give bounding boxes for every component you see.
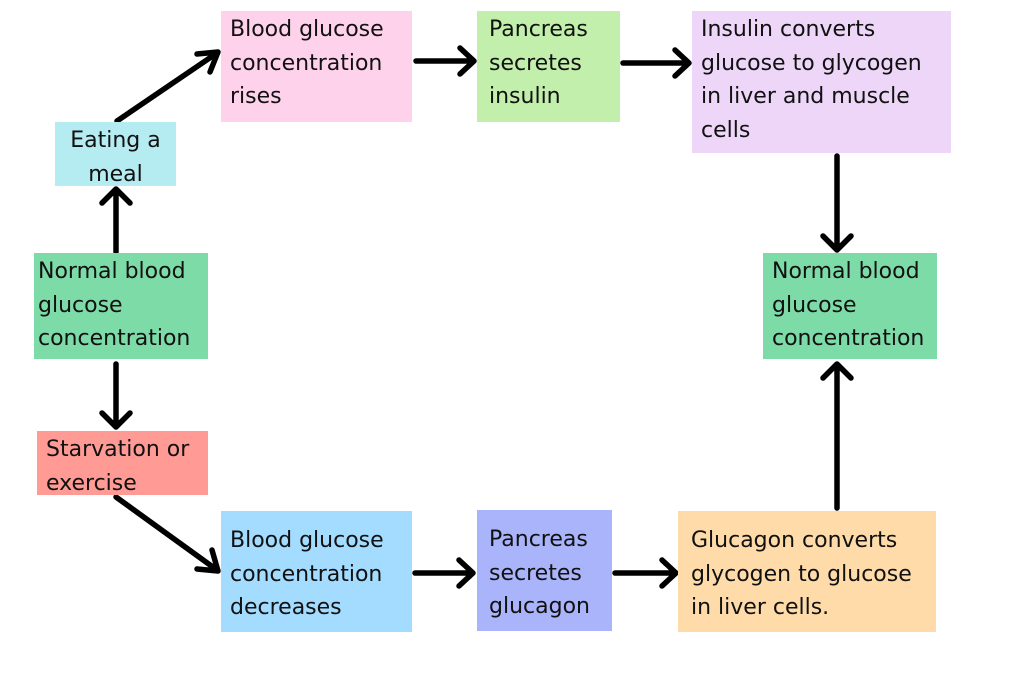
box-blood-glucose-decreases: Blood glucose concentration decreases [221,511,412,632]
box-normal-blood-glucose-left: Normal blood glucose concentration [34,253,208,359]
arrow-rises-to-insulin [413,45,477,77]
arrow-insulin-to-converts [620,47,692,79]
arrow-decreases-to-glucagon [412,557,476,589]
box-pancreas-secretes-glucagon: Pancreas secretes glucagon [477,510,612,631]
arrow-converts-to-normal-right [820,153,854,253]
box-insulin-converts-glucose: Insulin converts glucose to glycogen in … [692,11,951,153]
box-pancreas-secretes-insulin: Pancreas secretes insulin [477,11,620,122]
arrow-eating-to-rises [114,49,221,124]
box-normal-blood-glucose-right: Normal blood glucose concentration [763,253,937,359]
box-blood-glucose-rises: Blood glucose concentration rises [221,11,412,122]
box-glucagon-converts-glycogen: Glucagon converts glycogen to glucose in… [678,511,936,632]
arrow-glucagon-converts-to-normal-right [820,361,854,511]
arrow-glucagon-to-converts [612,557,679,589]
box-starvation-or-exercise: Starvation or exercise [37,431,208,495]
arrow-normal-to-starvation [99,361,133,430]
box-eating-a-meal: Eating a meal [55,122,176,186]
arrow-starvation-to-decreases [113,494,221,574]
arrow-normal-to-eating [99,186,133,255]
